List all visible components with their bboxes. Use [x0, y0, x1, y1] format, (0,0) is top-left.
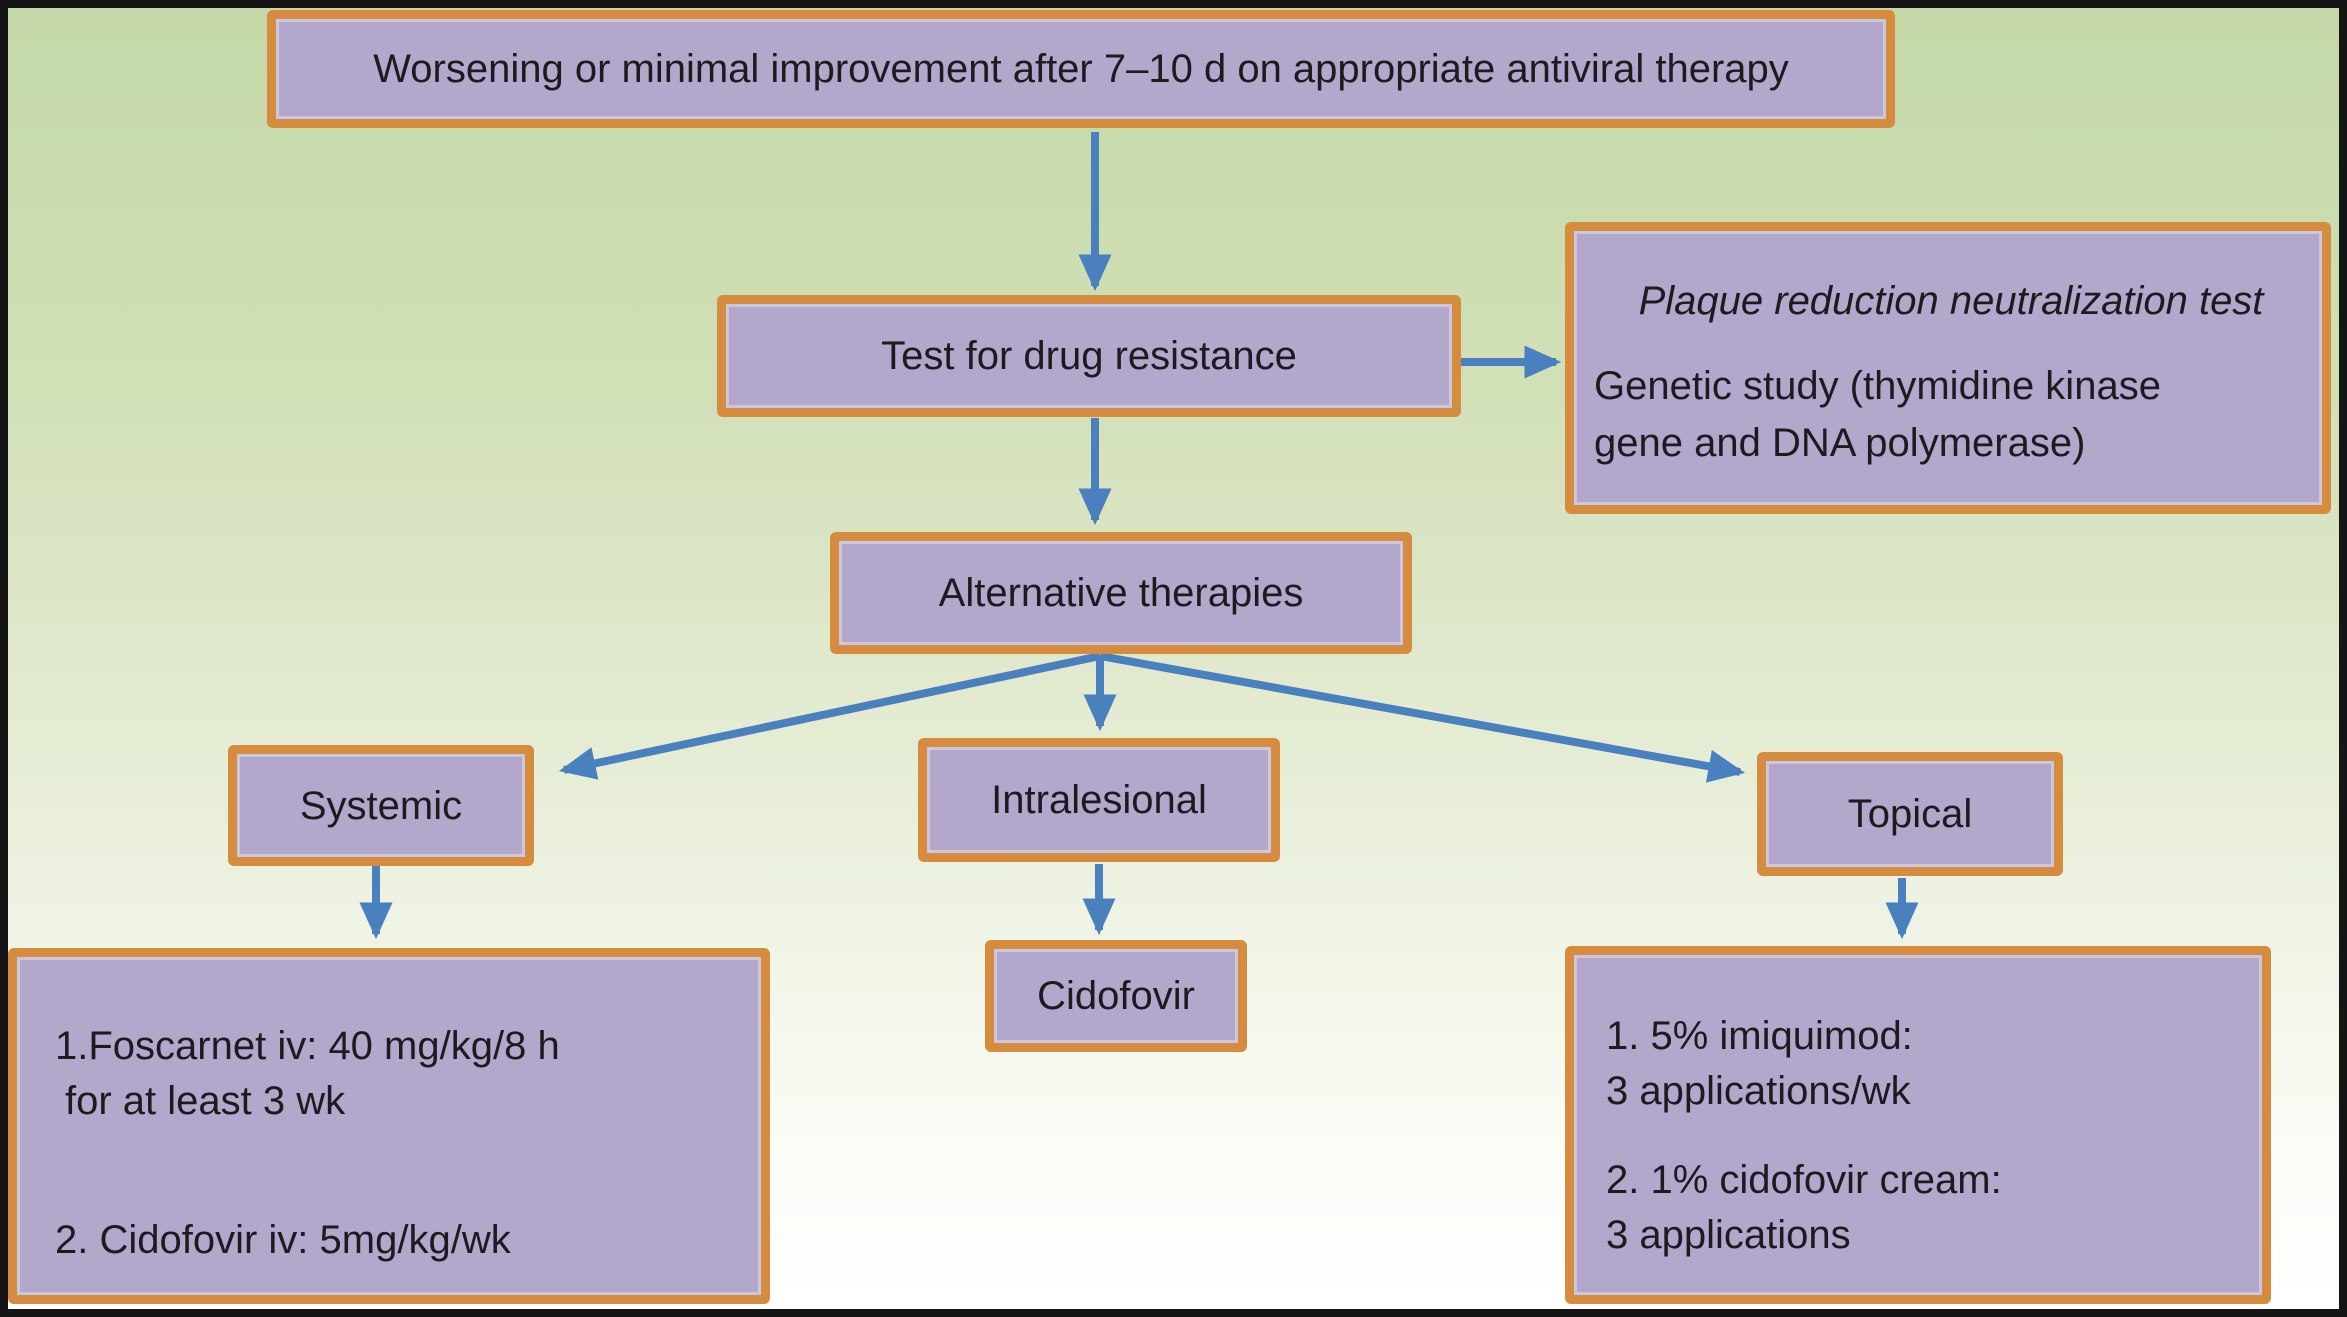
- node-cidofovir-label: Cidofovir: [1037, 974, 1195, 1018]
- systemic-detail-line1: 1.Foscarnet iv: 40 mg/kg/8 h: [55, 1024, 560, 1068]
- topical-detail-line3: 2. 1% cidofovir cream:: [1606, 1158, 2002, 1202]
- node-test-for-drug-resistance: Test for drug resistance: [717, 295, 1461, 417]
- node-alternative-label: Alternative therapies: [938, 571, 1304, 615]
- node-systemic: Systemic: [228, 745, 534, 866]
- node-systemic-detail: 1.Foscarnet iv: 40 mg/kg/8 h for at leas…: [8, 948, 770, 1304]
- node-topical-detail: 1. 5% imiquimod: 3 applications/wk 2. 1%…: [1565, 946, 2271, 1304]
- node-topical: Topical: [1757, 752, 2063, 876]
- arrow-alternative-to-topical: [1099, 652, 1746, 783]
- resistance-tests-line2: Genetic study (thymidine kinase: [1594, 364, 2161, 408]
- node-alternative-therapies: Alternative therapies: [830, 532, 1412, 654]
- resistance-tests-line3: gene and DNA polymerase): [1594, 421, 2086, 465]
- node-topical-label: Topical: [1847, 792, 1973, 836]
- resistance-tests-line1: Plaque reduction neutralization test: [1638, 279, 2264, 323]
- flowchart-canvas: Worsening or minimal improvement after 7…: [8, 8, 2339, 1309]
- arrow-alternative-to-systemic: [558, 652, 1101, 780]
- node-cidofovir: Cidofovir: [985, 940, 1247, 1052]
- topical-detail-line4: 3 applications: [1606, 1213, 1851, 1257]
- node-intralesional-label: Intralesional: [991, 778, 1207, 822]
- node-systemic-label: Systemic: [299, 783, 463, 828]
- topical-detail-line2: 3 applications/wk: [1606, 1069, 1911, 1113]
- node-worsening-label: Worsening or minimal improvement after 7…: [373, 47, 1789, 91]
- node-worsening: Worsening or minimal improvement after 7…: [267, 10, 1895, 128]
- systemic-detail-line2: for at least 3 wk: [65, 1079, 346, 1123]
- node-test-label: Test for drug resistance: [881, 334, 1297, 378]
- systemic-detail-line3: 2. Cidofovir iv: 5mg/kg/wk: [55, 1218, 511, 1262]
- topical-detail-line1: 1. 5% imiquimod:: [1606, 1014, 1913, 1058]
- node-resistance-tests: Plaque reduction neutralization test Gen…: [1565, 222, 2331, 514]
- node-intralesional: Intralesional: [918, 738, 1280, 862]
- flowchart-arrows: [359, 132, 1919, 940]
